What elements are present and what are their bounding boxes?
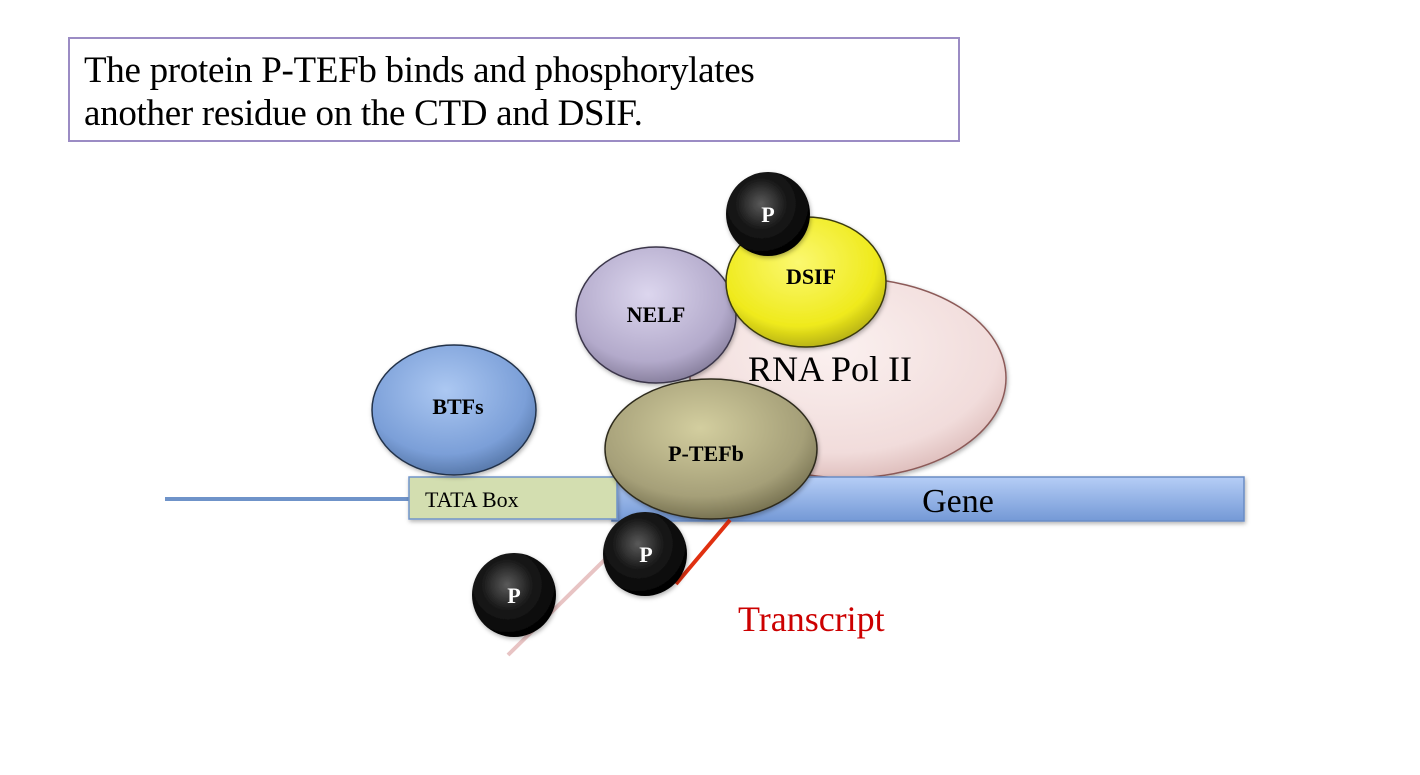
caption-line-2: another residue on the CTD and DSIF. xyxy=(84,93,643,134)
btfs-shape xyxy=(371,344,537,476)
phosphate-ctd-1 xyxy=(603,512,687,596)
gene-label: Gene xyxy=(922,483,994,520)
phosphate-dsif xyxy=(726,172,810,256)
btfs-label: BTFs xyxy=(432,394,484,419)
nelf-shape xyxy=(575,246,737,384)
p-tefb-shape xyxy=(604,378,818,520)
nelf-label: NELF xyxy=(627,302,686,327)
transcript-line xyxy=(674,518,732,586)
phosphate-ctd-2-label: P xyxy=(507,583,520,608)
dsif-label: DSIF xyxy=(786,264,836,289)
transcript-label: Transcript xyxy=(738,599,885,639)
caption-box: The protein P-TEFb binds and phosphoryla… xyxy=(68,37,960,142)
caption-line-1: The protein P-TEFb binds and phosphoryla… xyxy=(84,50,755,91)
p-tefb-label: P-TEFb xyxy=(668,441,744,466)
phosphate-ctd-1-label: P xyxy=(639,542,652,567)
phosphate-ctd-2 xyxy=(472,553,556,637)
tata-box xyxy=(408,476,618,520)
rna-pol-ii-label: RNA Pol II xyxy=(748,349,912,389)
tata-box-label: TATA Box xyxy=(425,487,519,512)
phosphate-dsif-label: P xyxy=(761,202,774,227)
